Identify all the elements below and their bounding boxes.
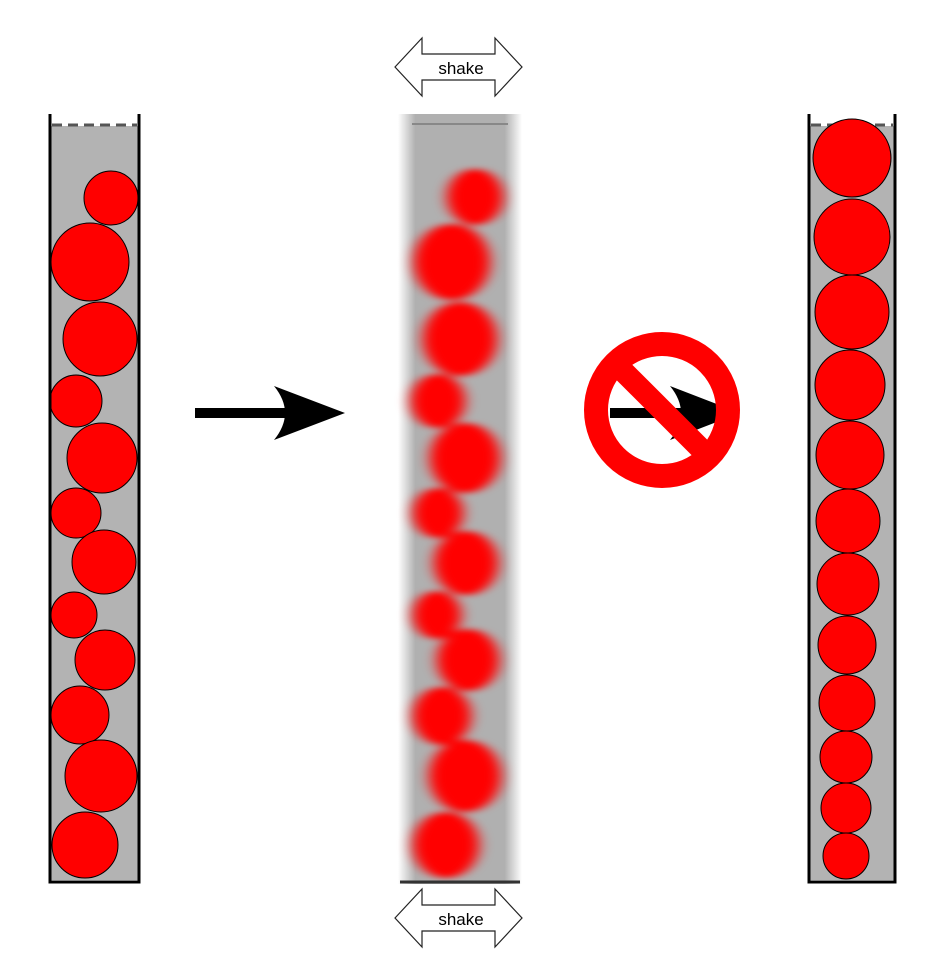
double-arrow-icon	[394, 887, 523, 949]
ball	[413, 687, 471, 745]
ball	[818, 674, 876, 732]
shake-label-top: shake	[438, 59, 483, 78]
ball	[413, 488, 463, 538]
ball	[437, 629, 499, 691]
double-arrow-icon	[394, 36, 523, 98]
ball	[434, 531, 498, 595]
middle-balls	[411, 169, 503, 878]
ball	[414, 224, 490, 300]
right-balls	[812, 118, 892, 880]
ball	[816, 552, 880, 616]
middle-tube	[398, 114, 522, 884]
ball	[815, 420, 885, 490]
ball	[822, 832, 870, 880]
ball	[819, 730, 873, 784]
ball	[50, 487, 102, 539]
ball	[814, 274, 890, 350]
left-tube-walls	[48, 114, 141, 884]
ball	[83, 170, 139, 226]
ball	[50, 222, 130, 302]
left-tube	[48, 114, 141, 884]
ball	[447, 169, 503, 225]
ball	[814, 349, 886, 421]
left-balls	[49, 170, 139, 879]
shake-bottom: shake	[394, 887, 523, 949]
ball	[423, 302, 497, 376]
ball	[413, 812, 479, 878]
ball	[49, 374, 103, 428]
ball	[51, 811, 119, 879]
ball	[74, 629, 136, 691]
shake-label-bottom: shake	[438, 910, 483, 929]
prohibited-icon	[584, 332, 740, 488]
right-tube-walls	[807, 114, 897, 884]
ball	[62, 301, 138, 377]
ball	[71, 529, 137, 595]
ball	[812, 118, 892, 198]
ball	[66, 422, 138, 494]
ball	[413, 591, 461, 639]
shake-top: shake	[394, 36, 523, 98]
ball	[430, 423, 500, 493]
ball	[817, 615, 877, 675]
ball	[64, 739, 138, 813]
ball	[50, 591, 98, 639]
arrow-right-icon	[195, 386, 345, 440]
ball	[820, 782, 872, 834]
ball	[50, 685, 110, 745]
ball	[429, 740, 501, 812]
ball	[813, 198, 891, 276]
prohibited-arrow	[584, 332, 740, 488]
right-tube	[807, 114, 897, 884]
ball	[411, 374, 465, 428]
ball	[815, 488, 881, 554]
